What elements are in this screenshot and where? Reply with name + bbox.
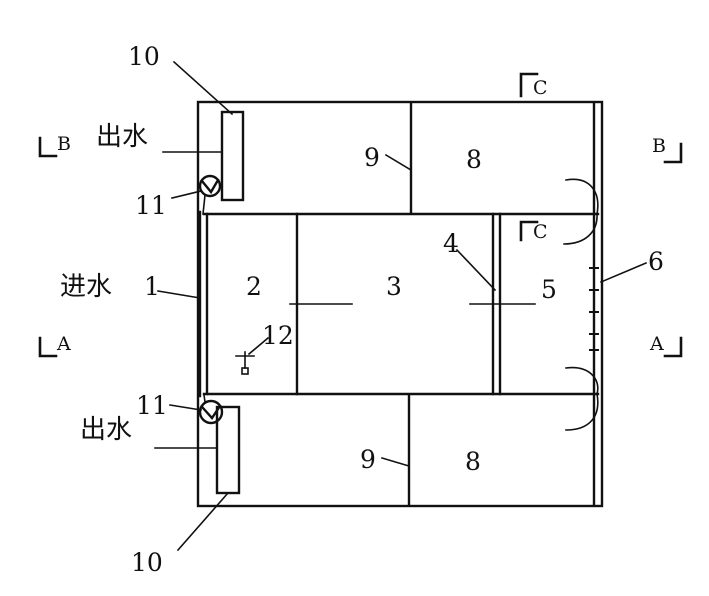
flow-curve-top-lower	[563, 213, 598, 245]
label-11-bottom: 11	[136, 391, 168, 420]
leader-11-top	[171, 190, 202, 199]
leader-6	[599, 261, 648, 284]
label-4: 4	[443, 229, 459, 258]
pipe-bottom	[203, 394, 206, 403]
section-c-top-bracket	[519, 72, 539, 98]
section-c-mid-label: C	[533, 221, 548, 243]
label-11-top: 11	[135, 191, 167, 220]
pipe-top	[202, 194, 206, 215]
label-5: 5	[541, 275, 557, 304]
leader-4	[455, 248, 497, 292]
label-outlet-bottom: 出水	[80, 415, 132, 445]
label-10-top: 10	[128, 42, 160, 71]
section-a-left-bracket	[38, 336, 58, 358]
section-b-left-bracket	[38, 136, 58, 158]
section-c-mid-bracket	[519, 220, 539, 242]
leader-inlet	[157, 290, 201, 299]
pump-bottom-impeller	[201, 404, 222, 420]
label-outlet-top: 出水	[96, 122, 148, 152]
outlet-trough-top	[220, 110, 245, 202]
label-8-bottom: 8	[465, 447, 481, 476]
label-8-top: 8	[466, 145, 482, 174]
pump-bottom-icon	[198, 399, 224, 425]
label-9-top: 9	[364, 143, 380, 172]
pump-top-icon	[198, 174, 222, 198]
outlet-trough-bottom	[215, 405, 241, 495]
flow-curve-bottom-upper	[565, 366, 599, 395]
label-6: 6	[648, 247, 664, 276]
section-c-top-label: C	[533, 77, 548, 99]
leader-11-bottom	[169, 404, 202, 411]
section-a-right-bracket	[663, 336, 683, 358]
mixer-icon	[235, 351, 255, 375]
section-a-right-label: A	[649, 333, 664, 355]
section-b-left-label: B	[57, 133, 71, 155]
outer-tank-wall	[196, 100, 604, 508]
section-b-right-label: B	[652, 135, 666, 157]
leader-9-top	[384, 153, 413, 172]
label-10-bottom: 10	[131, 548, 163, 577]
label-3: 3	[386, 272, 402, 301]
section-markers	[38, 72, 683, 358]
label-2: 2	[246, 272, 262, 301]
label-1: 1	[144, 272, 160, 301]
label-inlet: 进水	[60, 272, 112, 302]
leader-10-top	[172, 60, 234, 116]
pump-top-impeller	[200, 178, 220, 195]
label-12: 12	[262, 321, 294, 350]
distribution-holes	[589, 267, 599, 351]
leader-lines	[157, 60, 648, 552]
section-b-right-bracket	[663, 142, 683, 164]
leader-9-bottom	[381, 457, 410, 467]
leader-10-bottom	[176, 491, 230, 552]
leader-12	[247, 336, 270, 356]
section-a-left-label: A	[56, 333, 71, 355]
flow-curve-bottom-lower	[565, 393, 599, 431]
label-9-bottom: 9	[360, 445, 376, 474]
flow-curve-top-upper	[565, 178, 599, 215]
